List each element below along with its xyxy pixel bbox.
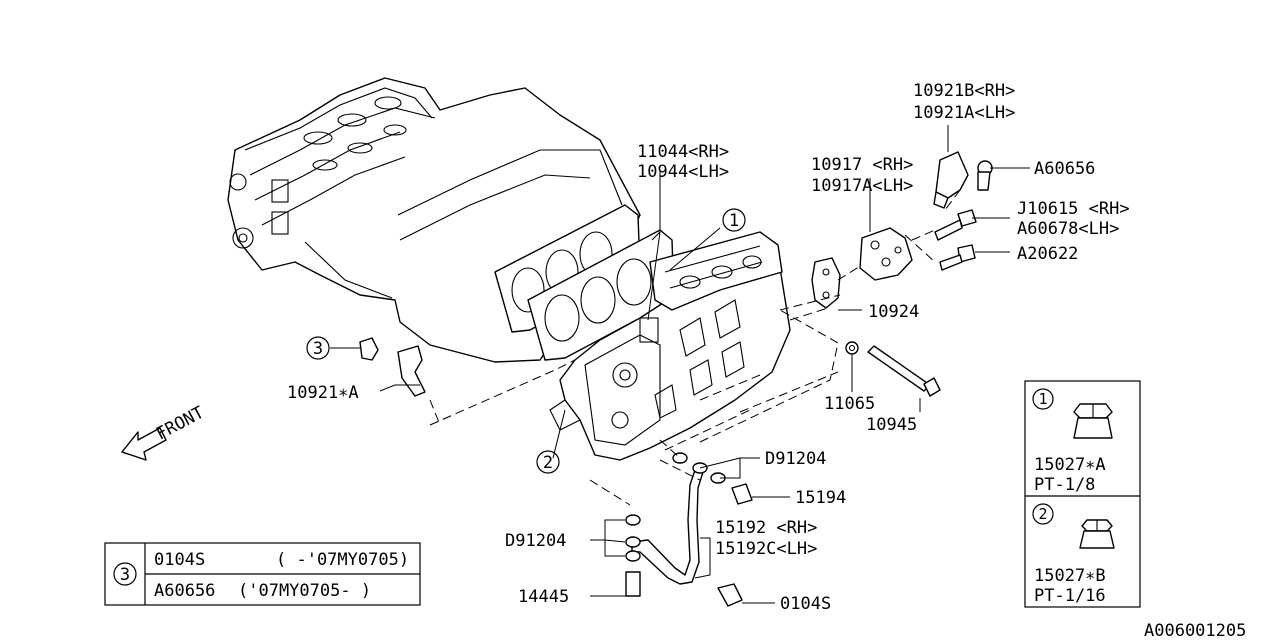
label-d91204-top[interactable]: D91204 <box>765 449 826 469</box>
detail-1-spec: PT-1/8 <box>1034 475 1095 495</box>
detail-2-part: 15027∗B <box>1034 566 1106 586</box>
plug-15027b-drawing <box>1079 519 1115 549</box>
control-parts-drawing <box>811 151 993 309</box>
oil-pipe-drawing <box>625 452 753 607</box>
label-0104s[interactable]: 0104S <box>780 594 831 614</box>
head-gasket-drawing <box>494 204 675 361</box>
legend-table: 3 0104S ( -'07MY0705) A60656 ('07MY0705-… <box>104 542 421 606</box>
detail-2-ref: 2 <box>1038 505 1047 523</box>
label-a60656[interactable]: A60656 <box>1034 159 1095 179</box>
label-10917a-lh[interactable]: 10917A<LH> <box>811 176 913 196</box>
legend-ref-number: 3 <box>120 565 130 585</box>
sensor-10921xa-drawing <box>359 337 426 397</box>
label-a60678-lh[interactable]: A60678<LH> <box>1017 219 1119 239</box>
label-15192c-lh[interactable]: 15192C<LH> <box>715 539 817 559</box>
plug-15027a-drawing <box>1073 403 1113 439</box>
ref-number: 3 <box>313 339 323 359</box>
detail-2-spec: PT-1/16 <box>1034 586 1106 606</box>
ref-number: 1 <box>729 211 739 231</box>
label-10945[interactable]: 10945 <box>866 415 917 435</box>
label-j10615-rh[interactable]: J10615 <RH> <box>1017 199 1130 219</box>
ref-number: 2 <box>543 453 553 473</box>
legend-row-1-part: 0104S <box>154 550 205 570</box>
ref-circle-1[interactable]: 1 <box>722 208 746 232</box>
detail-1-part: 15027∗A <box>1034 455 1106 475</box>
label-10944-lh[interactable]: 10944<LH> <box>637 162 729 182</box>
legend-row-2-range: ('07MY0705- ) <box>238 581 371 601</box>
bolt-10945-drawing <box>845 341 941 397</box>
detail-panel: 1 15027∗A PT-1/8 2 15027∗B PT-1/16 <box>1024 380 1141 608</box>
label-10924[interactable]: 10924 <box>868 302 919 322</box>
label-10921b-rh[interactable]: 10921B<RH> <box>913 81 1015 101</box>
ref-circle-3[interactable]: 3 <box>306 336 330 360</box>
label-10921xa[interactable]: 10921∗A <box>287 383 359 403</box>
assembly-lines <box>429 189 961 506</box>
cylinder-head-drawing <box>549 231 791 461</box>
label-a20622[interactable]: A20622 <box>1017 244 1078 264</box>
label-11044-rh[interactable]: 11044<RH> <box>637 142 729 162</box>
front-label: FRONT <box>153 403 208 445</box>
callout-labels: 10921B<RH> 10921A<LH> 11044<RH> 10944<LH… <box>287 81 1130 614</box>
label-d91204-bottom[interactable]: D91204 <box>505 531 566 551</box>
front-arrow: FRONT <box>121 403 208 461</box>
ref-circle-2[interactable]: 2 <box>536 450 560 474</box>
leader-lines <box>330 125 1030 604</box>
label-14445[interactable]: 14445 <box>518 587 569 607</box>
label-11065[interactable]: 11065 <box>824 394 875 414</box>
label-10917-rh[interactable]: 10917 <RH> <box>811 155 913 175</box>
legend-row-1-range: ( -'07MY0705) <box>276 550 409 570</box>
label-10921a-lh[interactable]: 10921A<LH> <box>913 103 1015 123</box>
diagram-code: A006001205 <box>1144 621 1246 640</box>
detail-1-ref: 1 <box>1038 390 1047 408</box>
label-15194[interactable]: 15194 <box>795 488 846 508</box>
legend-row-2-part: A60656 <box>154 581 215 601</box>
label-15192-rh[interactable]: 15192 <RH> <box>715 518 817 538</box>
